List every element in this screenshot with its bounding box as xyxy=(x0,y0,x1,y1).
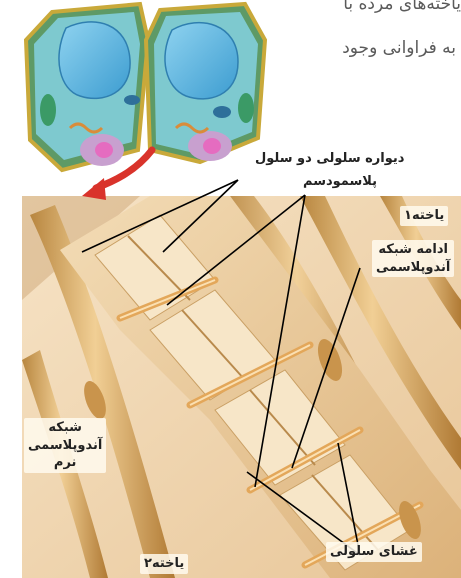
label-cell-2: یاخته۲ xyxy=(140,554,188,574)
label-plasmodesma: پلاسمودسم xyxy=(303,173,377,191)
paragraph-line-2: به فراوانی وجود xyxy=(342,38,456,58)
label-cell-1: یاخته۱ xyxy=(400,206,448,226)
label-er-continuation: ادامه شبکه آندوپلاسمی xyxy=(372,240,454,277)
label-cell-membrane: غشای سلولی xyxy=(326,542,422,562)
paragraph-line-1: یاخته‌های مرده با xyxy=(343,0,461,14)
label-er-continuation-line1: ادامه شبکه xyxy=(376,241,450,259)
label-smooth-er-line1: شبکه xyxy=(28,419,102,437)
label-smooth-er: شبکه آندوپلاسمی نرم xyxy=(24,418,106,473)
label-smooth-er-line2: آندوپلاسمی xyxy=(28,437,102,455)
plant-cell-2 xyxy=(146,4,265,162)
plant-cell-1 xyxy=(26,4,148,170)
label-smooth-er-line3: نرم xyxy=(28,454,102,472)
label-cell-wall: دیواره سلولی دو سلول xyxy=(255,150,404,168)
label-er-continuation-line2: آندوپلاسمی xyxy=(376,259,450,277)
